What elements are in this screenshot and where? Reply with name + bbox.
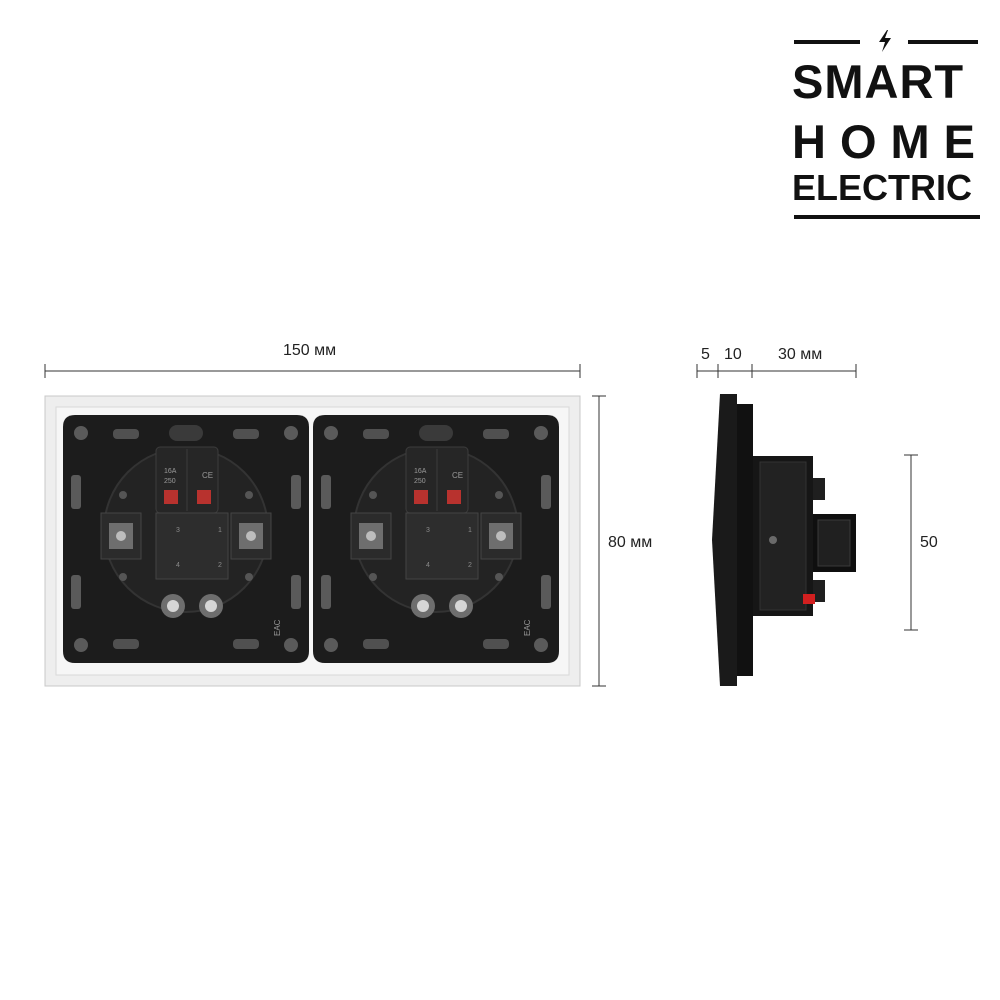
terminal-2-label-right: 2 (468, 562, 472, 569)
terminal-1-label-left: 1 (218, 527, 222, 534)
terminal-1-label-right: 1 (468, 527, 472, 534)
dimension-side-height (904, 454, 918, 631)
terminal-4-label-right: 4 (426, 562, 430, 569)
eac-label-left: EAC (273, 619, 282, 636)
side-red-terminal (803, 594, 815, 604)
label-side-depth: 30 мм (778, 346, 823, 363)
logo-text-smart: SMART (792, 55, 965, 108)
side-frame (737, 404, 753, 676)
eac-label-right: EAC (523, 619, 532, 636)
voltage-label-right: 250 (414, 478, 426, 485)
ce-label-right: CE (452, 471, 463, 480)
logo-top-line-right (908, 40, 978, 44)
voltage-label-left: 250 (164, 478, 176, 485)
dimension-front-width (44, 364, 581, 378)
terminal-2-label-left: 2 (218, 562, 222, 569)
logo-text-home: HOME (792, 115, 989, 168)
side-view (712, 394, 856, 686)
label-front-height: 80 мм (608, 534, 653, 551)
label-front-width: 150 мм (283, 342, 337, 359)
terminal-3-label-left: 3 (176, 527, 180, 534)
brand-logo: SMART HOME ELECTRIC (790, 30, 980, 225)
lightning-bolt-icon (879, 30, 891, 52)
label-side-plate: 5 (701, 346, 710, 363)
dimension-side-depth (696, 364, 857, 378)
rating-label-right: 16A (414, 468, 427, 475)
logo-top-line-left (794, 40, 860, 44)
logo-bottom-line (794, 215, 980, 219)
side-plate (712, 394, 737, 686)
dimension-front-height (592, 395, 606, 687)
terminal-4-label-left: 4 (176, 562, 180, 569)
label-side-mech-height: 50 (920, 534, 938, 551)
rating-label-left: 16A (164, 468, 177, 475)
ce-label-left: CE (202, 471, 213, 480)
label-side-frame: 10 (724, 346, 742, 363)
terminal-3-label-right: 3 (426, 527, 430, 534)
logo-text-electric: ELECTRIC (792, 167, 972, 208)
